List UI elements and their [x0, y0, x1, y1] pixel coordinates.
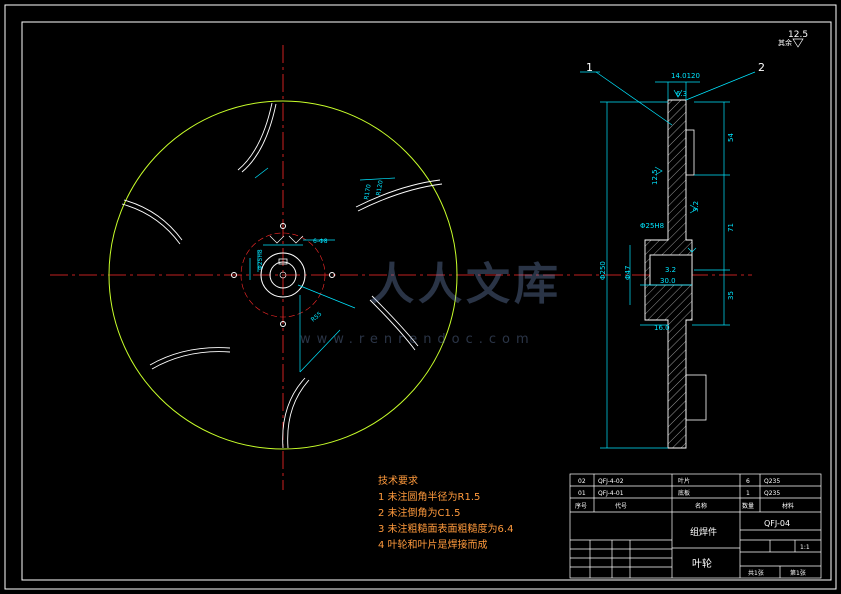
- dim-dia-outer: Φ250: [599, 261, 607, 280]
- svg-text:Φ25H8: Φ25H8: [257, 249, 264, 270]
- bolt-hole-right: [329, 272, 335, 278]
- tb-sheet-total: 共1张: [748, 569, 764, 577]
- tb-r2-qty: 1: [746, 490, 750, 497]
- svg-text:R120: R120: [375, 180, 385, 197]
- blade-5: [282, 377, 306, 449]
- bolt-hole-bottom: [280, 321, 286, 327]
- tb-r1-qty: 6: [746, 478, 750, 485]
- tb-sheet-no: 第1张: [790, 569, 806, 577]
- note-item: 1 未注圆角半径为R1.5: [378, 492, 481, 503]
- blades: [121, 102, 443, 449]
- dim-dia-bore: Φ25H8: [640, 222, 664, 230]
- radius-leader: [297, 284, 356, 309]
- tb-part-name: 叶轮: [692, 557, 712, 570]
- tb-r2-no: 01: [578, 490, 586, 497]
- blade-1: [237, 102, 273, 171]
- rough-3-2-b: 3.2: [665, 266, 676, 274]
- front-dimensions: [249, 167, 396, 373]
- blade-1b: [241, 103, 277, 173]
- inner-frame: [21, 21, 832, 581]
- blade-3: [123, 199, 183, 241]
- bore-center: [279, 271, 287, 279]
- tb-h-qty: 数量: [742, 502, 754, 510]
- roughness-label: 其余: [778, 38, 792, 47]
- tb-r1-mat: Q235: [764, 478, 780, 485]
- tb-r1-code: QFJ-4-02: [598, 478, 624, 485]
- balloon-leader-2: [685, 71, 756, 101]
- technical-notes: 技术要求 1 未注圆角半径为R1.5 2 未注倒角为C1.5 3 未注粗糙面表面…: [378, 474, 513, 554]
- tb-r2-name: 底板: [678, 489, 690, 497]
- keyway: [278, 258, 288, 265]
- dim-top-roughness: 6.3: [676, 90, 687, 98]
- tb-r1-no: 02: [578, 478, 586, 485]
- section-view: 14.0120 6.3 54 71 35 30.0 16.0 12.5 3.2 …: [545, 61, 765, 449]
- tb-r1-name: 叶片: [678, 477, 690, 485]
- tb-h-no: 序号: [575, 502, 587, 510]
- dim-label-small: 6-Φ8: [313, 238, 328, 245]
- tb-h-mat: 材料: [782, 502, 794, 510]
- dim-54: 54: [727, 133, 735, 142]
- dim-30: 30.0: [660, 277, 676, 285]
- blade-4: [149, 347, 231, 366]
- hub-outer: [260, 252, 306, 298]
- rough-3-2-a: 3.2: [692, 201, 700, 212]
- blade-2: [355, 179, 441, 208]
- bore-section: [649, 254, 693, 286]
- disc-outline: [108, 100, 458, 450]
- dim-35: 35: [727, 291, 735, 300]
- dim-top-thickness: 14.0120: [671, 72, 700, 80]
- dim-71: 71: [727, 223, 735, 232]
- svg-text:R55: R55: [310, 310, 324, 323]
- title-block-text: 02 QFJ-4-02 叶片 6 Q235 01 QFJ-4-01 底板 1 Q…: [575, 477, 810, 577]
- blade-edge-top: [685, 129, 695, 176]
- dim-16: 16.0: [654, 324, 670, 332]
- note-item: 4 叶轮和叶片是焊接而成: [378, 540, 488, 551]
- roughness-general: 12.5 其余: [778, 30, 808, 48]
- tb-h-name: 名称: [695, 502, 707, 510]
- hub-bore: [269, 261, 297, 289]
- balloon-2: 2: [758, 61, 765, 74]
- tb-r2-code: QFJ-4-01: [598, 490, 624, 497]
- blade-6: [369, 299, 416, 351]
- note-item: 2 未注倒角为C1.5: [378, 508, 461, 519]
- outer-border: [4, 4, 837, 590]
- tb-drawing-no: QFJ-04: [764, 519, 790, 528]
- bolt-hole-top: [280, 223, 286, 229]
- balloon-leader-1: [595, 71, 673, 126]
- notes-title: 技术要求: [378, 476, 418, 487]
- bolt-circle: [240, 232, 326, 318]
- dim-dia-hub: Φ47: [624, 266, 632, 280]
- title-block: [569, 473, 822, 579]
- roughness-value: 12.5: [788, 30, 808, 40]
- tb-h-code: 代号: [615, 502, 627, 510]
- balloon-1: 1: [586, 61, 593, 74]
- rough-12-5: 12.5: [651, 169, 659, 185]
- front-view: 6-Φ8 R55 R170 R120 Φ25H8: [50, 45, 545, 490]
- note-item: 3 未注粗糙面表面粗糙度为6.4: [378, 524, 514, 535]
- tb-scale: 1:1: [800, 544, 810, 551]
- tb-r2-mat: Q235: [764, 490, 780, 497]
- blade-edge-bottom: [685, 374, 707, 421]
- bolt-hole-left: [231, 272, 237, 278]
- roughness-icon: [792, 38, 804, 48]
- tb-part-kind: 组焊件: [690, 526, 717, 538]
- svg-text:R170: R170: [363, 184, 373, 201]
